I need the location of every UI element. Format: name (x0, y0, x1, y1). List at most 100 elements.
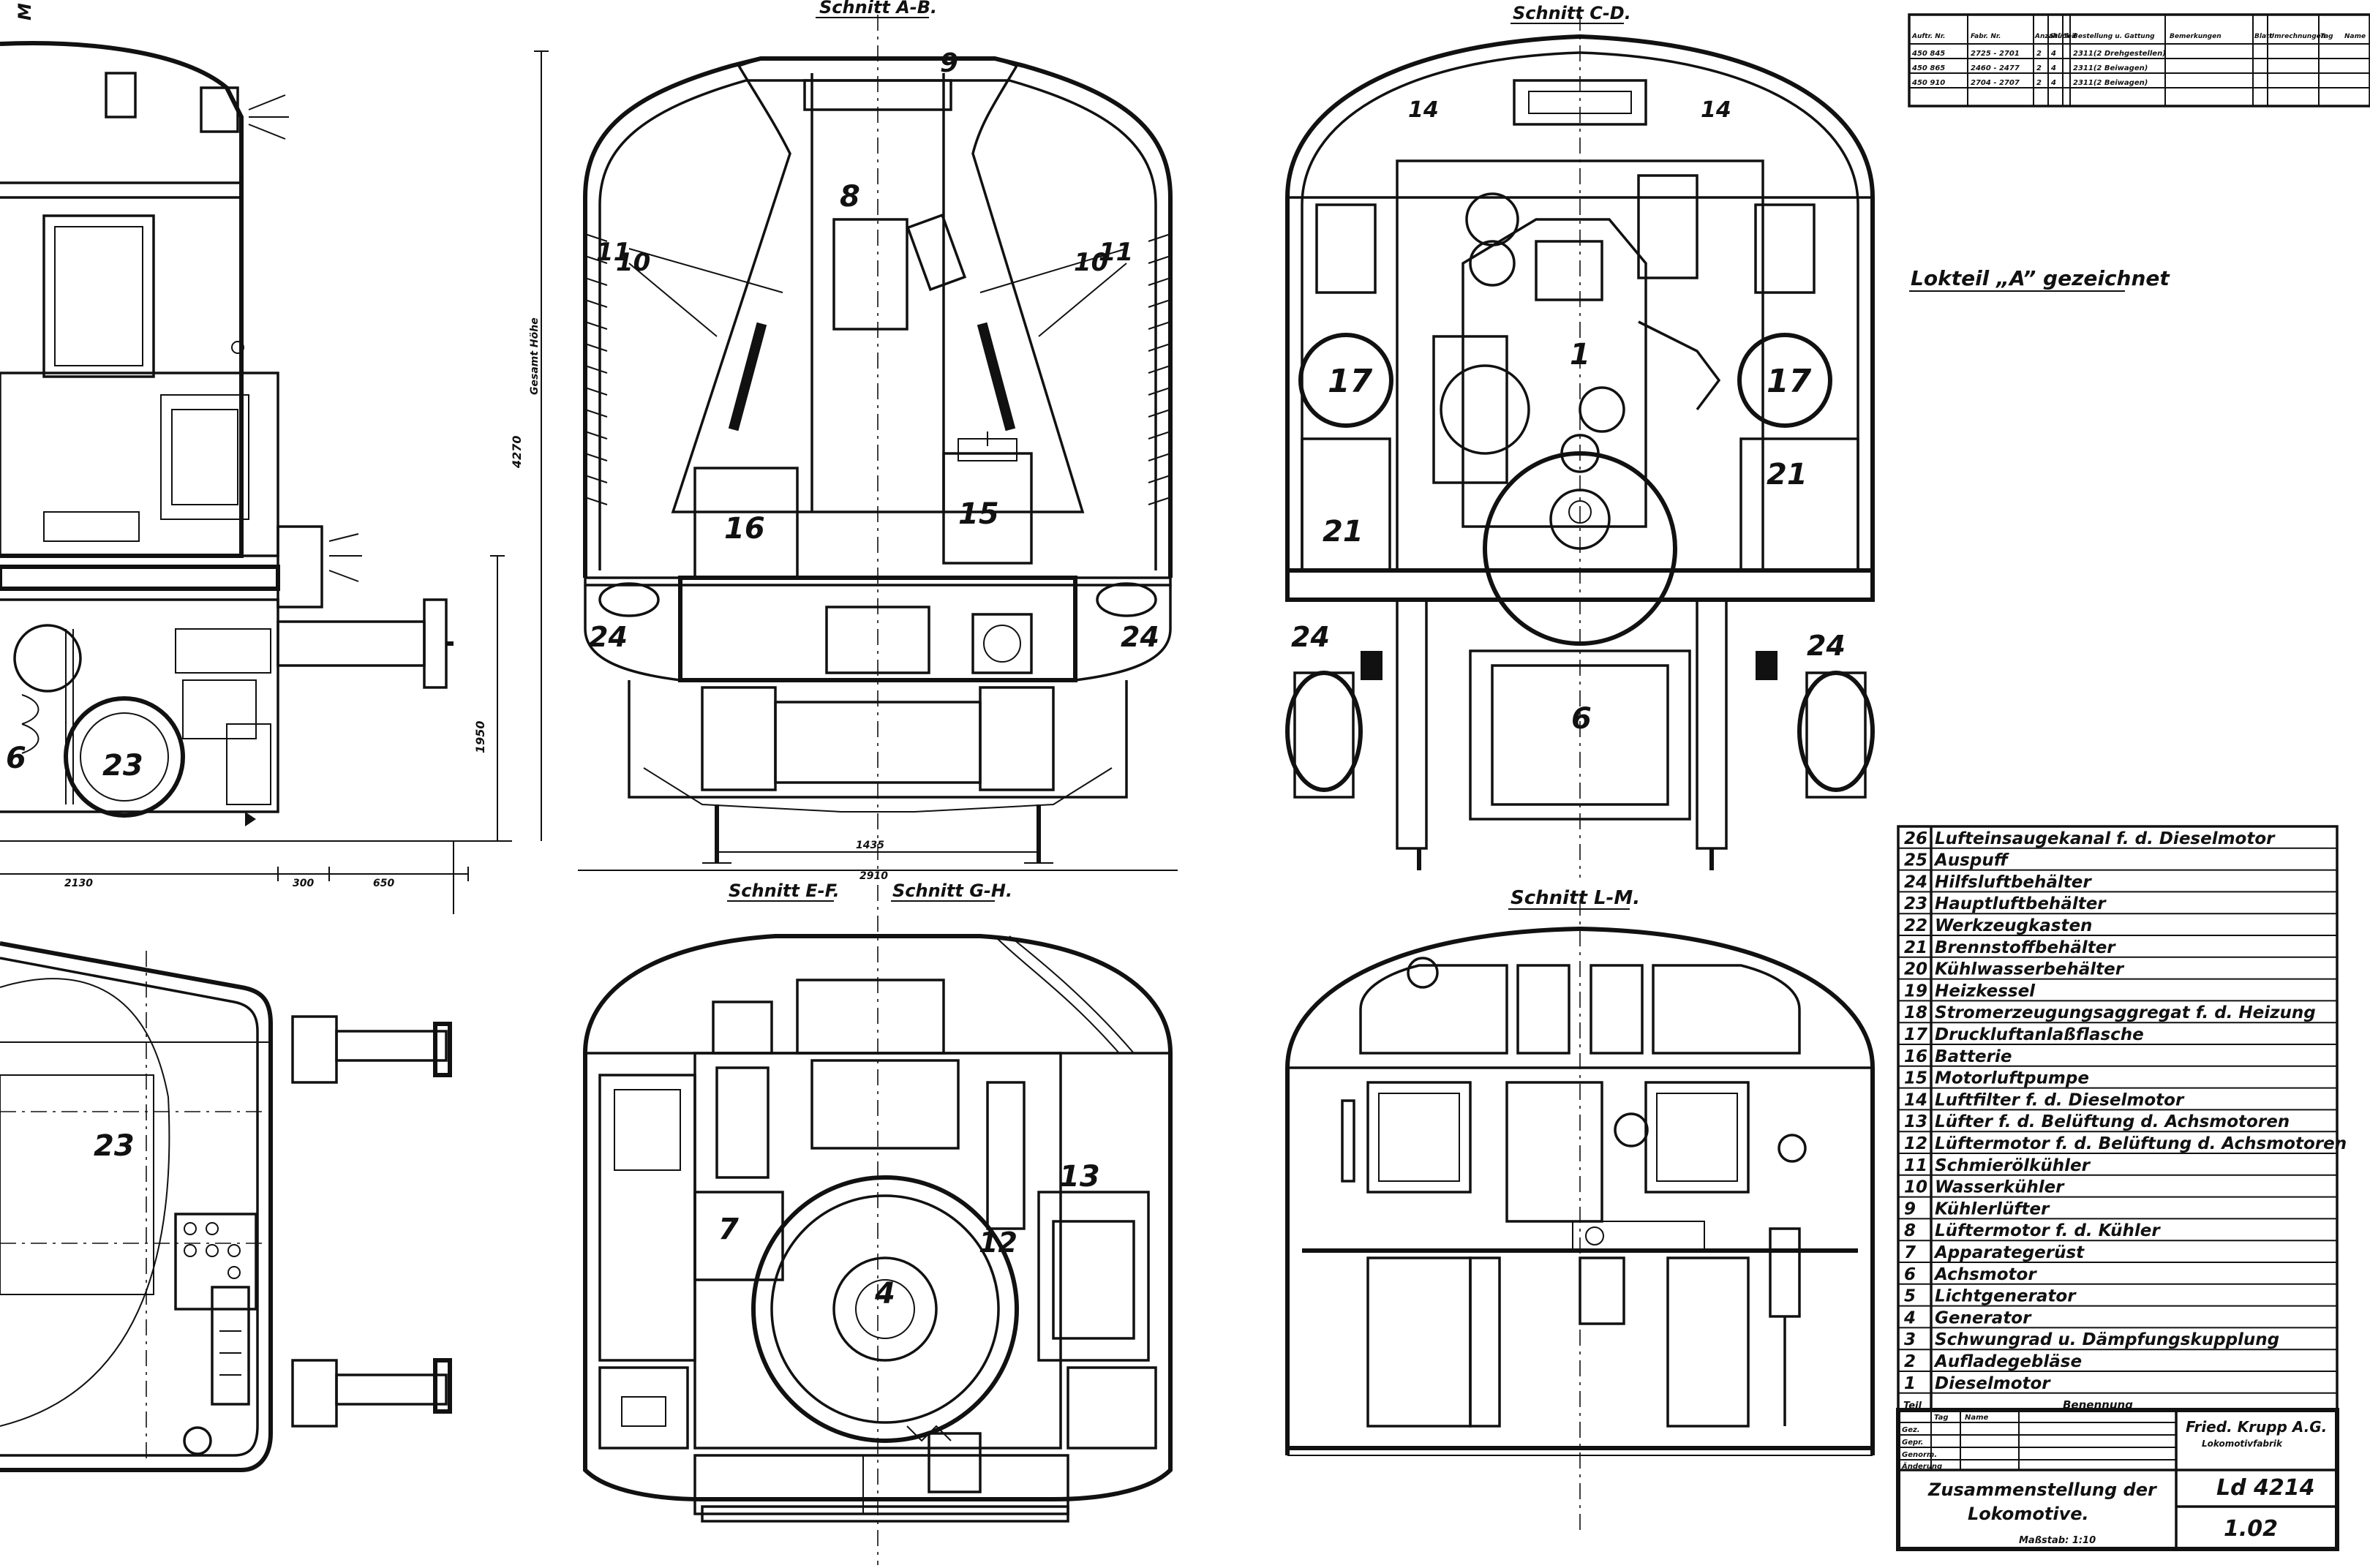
parts-row-number: 14 (1904, 1090, 1927, 1109)
parts-row-name: Motorluftpumpe (1935, 1069, 2089, 1088)
parts-row-name: Hilfsluftbehälter (1935, 872, 2092, 892)
dim-track: 1435 (856, 840, 884, 851)
parts-row-name: Auspuff (1933, 851, 2010, 870)
parts-row: 8 Lüftermotor f. d. Kühler (1904, 1221, 2161, 1240)
title-company: Fried. Krupp A.G. (2186, 1418, 2327, 1436)
callout-ab-24l: 24 (589, 621, 628, 653)
revision-cell: 450 845 (1911, 50, 1945, 58)
title-row-label: Tag (1934, 1414, 1949, 1422)
parts-row-name: Batterie (1935, 1047, 2012, 1066)
revision-cell: 2 (2036, 79, 2042, 87)
section-label-gh: Schnitt G-H. (892, 881, 1012, 901)
callout-cd-24l: 24 (1291, 621, 1330, 653)
revision-cell: 2704 - 2707 (1971, 79, 2020, 87)
parts-row-number: 1 (1904, 1374, 1916, 1393)
parts-row-number: 16 (1904, 1047, 1927, 1066)
revision-cell: 450 865 (1911, 64, 1945, 72)
parts-row-number: 2 (1904, 1352, 1916, 1371)
title-company-sub: Lokomotivfabrik (2202, 1439, 2283, 1449)
parts-row-name: Lüftermotor f. d. Kühler (1935, 1221, 2161, 1240)
revision-header: Anzahl (2034, 33, 2061, 40)
parts-row-name: Kühlwasserbehälter (1935, 960, 2125, 979)
parts-row-number: 13 (1904, 1112, 1927, 1131)
section-label-cd: Schnitt C-D. (1513, 3, 1631, 23)
edge-mark: M (15, 3, 35, 20)
revision-header: Blatt (2254, 33, 2273, 40)
parts-row-name: Brennstoffbehälter (1935, 938, 2116, 957)
revision-table (1909, 15, 2370, 106)
parts-row-name: Aufladegebläse (1933, 1352, 2082, 1371)
revision-cell: 4 (2050, 50, 2056, 58)
parts-row-number: 12 (1904, 1134, 1927, 1153)
revision-header: Teil (2064, 33, 2077, 40)
parts-list-frame (1898, 826, 2337, 1410)
note-lokteil: Lokteil „A” gezeichnet (1911, 266, 2170, 290)
parts-row: 16 Batterie (1904, 1047, 2012, 1066)
callout-cd-21l: 21 (1323, 515, 1363, 549)
revision-header: Name (2344, 33, 2366, 40)
title-row-label: Gez. (1902, 1426, 1920, 1434)
title-drawing-no: Ld 4214 (2216, 1475, 2315, 1501)
section-a-b (534, 15, 1178, 878)
title-block (1898, 1410, 2337, 1549)
parts-row-name: Achsmotor (1933, 1265, 2037, 1284)
callout-cd-24r: 24 (1807, 630, 1846, 662)
title-row-label: Genorm. (1902, 1451, 1937, 1459)
revision-cell: 2 (2036, 64, 2042, 72)
revision-cell: 4 (2050, 79, 2056, 87)
callout-ef-7: 7 (718, 1213, 739, 1246)
parts-row-name: Schmierölkühler (1935, 1156, 2091, 1175)
callout-23-plan: 23 (94, 1129, 135, 1163)
revision-header: Auftr. Nr. (1911, 33, 1945, 40)
section-e-f-g-h (585, 885, 1170, 1565)
parts-row-name: Schwungrad u. Dämpfungskupplung (1935, 1330, 2279, 1349)
parts-row-name: Dieselmotor (1935, 1374, 2051, 1393)
revision-cell: 2311(2 Drehgestellen) (2073, 50, 2166, 58)
title-row-label: Gepr. (1902, 1439, 1923, 1447)
parts-row-name: Wasserkühler (1935, 1178, 2065, 1197)
dim-w2: 300 (293, 878, 314, 889)
revision-header: Fabr. Nr. (1971, 33, 2001, 40)
parts-row-number: 8 (1904, 1221, 1916, 1240)
dim-w3: 650 (373, 878, 394, 889)
callout-ab-8: 8 (840, 180, 860, 214)
section-label-lm: Schnitt L-M. (1511, 887, 1640, 909)
title-line1: Zusammenstellung der (1927, 1480, 2158, 1500)
callout-cd-14r: 14 (1701, 97, 1731, 123)
callout-ef-4: 4 (874, 1277, 895, 1311)
callout-ef-13: 13 (1059, 1160, 1100, 1194)
callout-ab-9: 9 (940, 48, 958, 78)
parts-row-number: 22 (1904, 916, 1927, 935)
title-scale: Maßstab: 1:10 (2019, 1535, 2096, 1546)
section-label-ab: Schnitt A-B. (819, 0, 937, 18)
parts-row-number: 25 (1904, 851, 1927, 870)
revision-table-text: Auftr. Nr.Fabr. Nr.AnzahlStückTeilBestel… (1911, 33, 2366, 87)
parts-row-name: Lufteinsaugekanal f. d. Dieselmotor (1935, 829, 2276, 848)
parts-row-number: 23 (1904, 894, 1927, 913)
revision-header: Umrechnungen (2269, 33, 2325, 40)
callout-ab-11r: 11 (1099, 238, 1133, 267)
callout-ab-11l: 11 (596, 238, 631, 267)
parts-footer-teil: Teil (1903, 1401, 1922, 1411)
revision-cell: 2725 - 2701 (1971, 50, 2020, 58)
callout-6-side: 6 (6, 742, 26, 775)
parts-row-number: 18 (1904, 1003, 1927, 1022)
